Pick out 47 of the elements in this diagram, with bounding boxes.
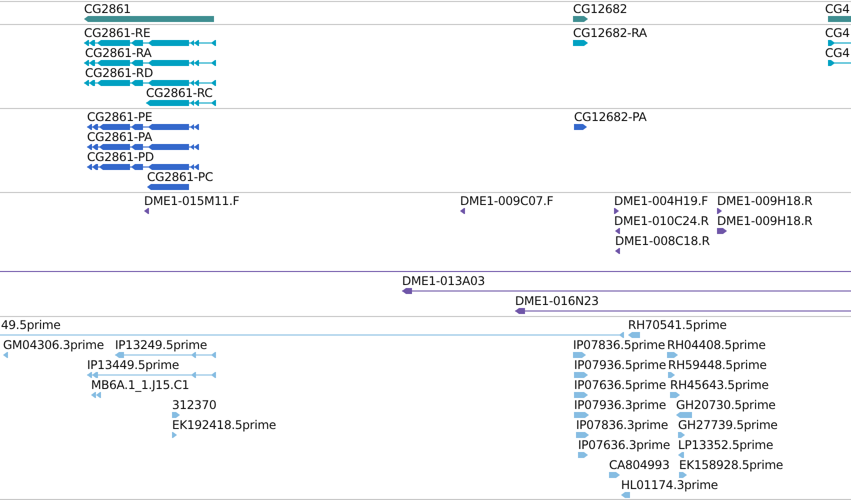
- est-label: RH59448.5prime: [668, 358, 767, 372]
- clone-label: DME1-009H18.R: [717, 214, 812, 228]
- protein-label: CG2861-PD: [87, 150, 154, 164]
- protein-label: CG2861-PE: [87, 110, 152, 124]
- transcript-label: CG2861-RA: [85, 46, 152, 60]
- protein-label: CG2861-PA: [87, 130, 152, 144]
- clone-label: DME1-009C07.F: [460, 194, 554, 208]
- est-label: IP07936.3prime: [574, 398, 666, 412]
- est-label: IP07836.3prime: [576, 418, 668, 432]
- est-label: 312370: [172, 398, 216, 412]
- gene-label: CG12682: [573, 2, 628, 16]
- est-label: HL01174.3prime: [621, 478, 718, 492]
- transcript-label: CG4: [825, 26, 850, 40]
- est-label: IP07936.5prime: [574, 358, 666, 372]
- clone-label: DME1-004H19.F: [614, 194, 708, 208]
- transcript-label: CG12682-RA: [573, 26, 647, 40]
- protein-label: CG12682-PA: [574, 110, 646, 124]
- est-label: IP13449.5prime: [87, 358, 179, 372]
- est-label: GH20730.5prime: [676, 398, 776, 412]
- transcript-label: CG2861-RC: [146, 86, 213, 100]
- clone-label: DME1-008C18.R: [615, 234, 710, 248]
- transcript-label: CG4: [825, 46, 850, 60]
- gene-label: CG4: [825, 2, 850, 16]
- clone-label: DME1-016N23: [515, 294, 599, 308]
- est-label: GH27739.5prime: [678, 418, 778, 432]
- protein-label: CG2861-PC: [147, 170, 214, 184]
- clone-label: DME1-013A03: [402, 274, 485, 288]
- transcript-label: CG2861-RD: [85, 66, 153, 80]
- est-label: CA804993: [609, 458, 670, 472]
- est-label: RH04408.5prime: [667, 338, 766, 352]
- est-label: EK192418.5prime: [172, 418, 276, 432]
- est-label: GM04306.3prime: [3, 338, 104, 352]
- transcript-label: CG2861-RE: [84, 26, 150, 40]
- est-label: LP13352.5prime: [678, 438, 774, 452]
- est-label: RH45643.5prime: [670, 378, 769, 392]
- clone-label: DME1-015M11.F: [144, 194, 240, 208]
- est-label: IP07636.5prime: [574, 378, 666, 392]
- est-label: EK158928.5prime: [679, 458, 784, 472]
- gene-label: CG2861: [84, 2, 131, 16]
- est-label: MB6A.1_1.J15.C1: [91, 378, 190, 392]
- est-label: IP07636.3prime: [578, 438, 670, 452]
- est-label: RH70541.5prime: [628, 318, 727, 332]
- clone-label: DME1-010C24.R: [614, 214, 709, 228]
- est-label: 49.5prime: [1, 318, 61, 332]
- est-label: IP07836.5prime: [573, 338, 665, 352]
- est-label: IP13249.5prime: [115, 338, 207, 352]
- clone-label: DME1-009H18.R: [717, 194, 812, 208]
